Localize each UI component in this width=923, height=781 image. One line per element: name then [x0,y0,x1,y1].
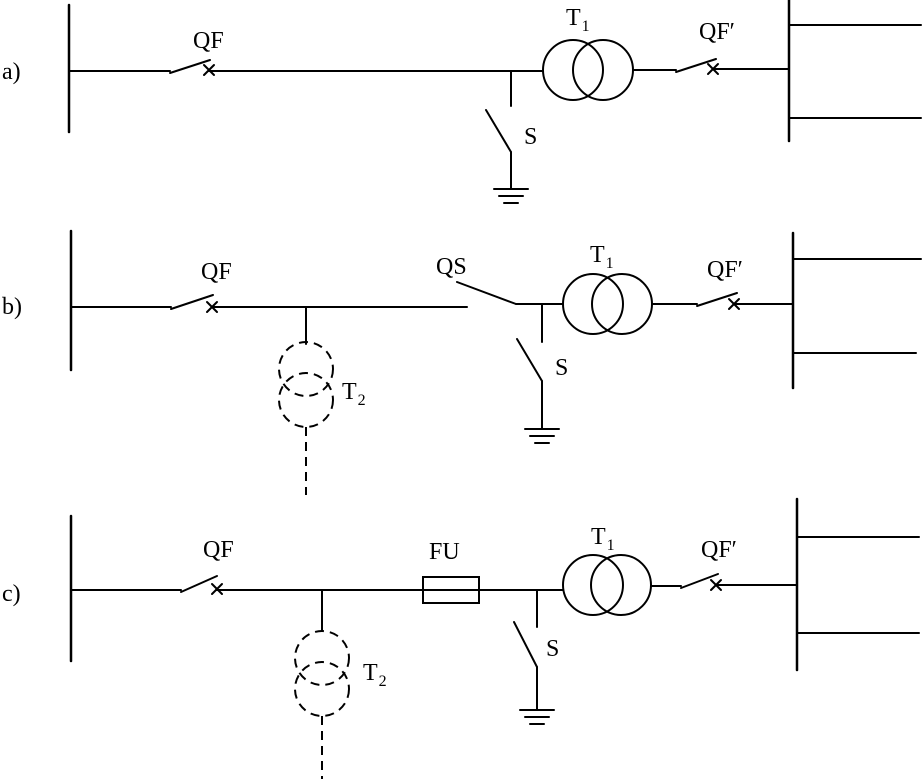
diagram-c-fu-label: FU [429,539,460,565]
diagram-b: b) QF T2 QS S T1 [2,229,922,495]
diagram-b-qf-blade [170,294,214,310]
diagram-a-s-label: S [524,124,537,150]
diagram-a-s-blade [485,109,512,153]
diagram-a-t1-label: T1 [566,5,590,35]
diagram-a-tag: a) [2,59,21,85]
diagram-c-t1-label: T1 [591,524,615,554]
diagram-b-ground-icon [524,428,560,444]
diagram-b-qf-label: QF [201,259,232,285]
diagram-b-qf-prime-blade [696,292,738,307]
diagram-b-s-blade [516,338,543,382]
diagram-a-qf-prime-blade [675,58,717,73]
diagram-b-t2-label: T2 [342,379,366,409]
diagram-b-t1-label: T1 [590,242,614,272]
diagram-b-qf-prime-label: QF′ [707,257,743,283]
diagram-b-qs-blade [456,281,517,305]
diagram-c-qf-prime-label: QF′ [701,537,737,563]
diagram-c-t1-transformer-icon [562,554,652,616]
diagram-a-qf-prime-label: QF′ [699,19,735,45]
diagram-a-qf-blade [169,59,211,74]
diagram-c-qf-blade [180,575,218,593]
diagram-a-t1-transformer-icon [542,39,634,101]
diagram-c: c) QF T2 FU S T1 [2,497,920,779]
diagram-b-tag: b) [2,294,22,320]
diagram-c-t2-transformer-icon [294,630,350,717]
diagram-b-t2-transformer-icon [278,341,334,428]
diagram-c-qf-prime-blade [680,573,719,589]
diagram-c-qf-label: QF [203,537,234,563]
diagram-a-ground-icon [493,188,529,204]
diagram-c-s-blade [513,621,538,668]
diagram-c-ground-icon [519,709,555,725]
diagram-b-qs-label: QS [436,254,467,280]
diagram-b-s-label: S [555,355,568,381]
diagram-a-qf-label: QF [193,28,224,54]
diagram-c-t2-label: T2 [363,660,387,690]
diagram-c-s-label: S [546,636,559,662]
diagram-c-tag: c) [2,581,21,607]
diagram-b-t1-transformer-icon [562,273,653,335]
diagram-a: a) QF S T1 QF′ [2,0,922,204]
